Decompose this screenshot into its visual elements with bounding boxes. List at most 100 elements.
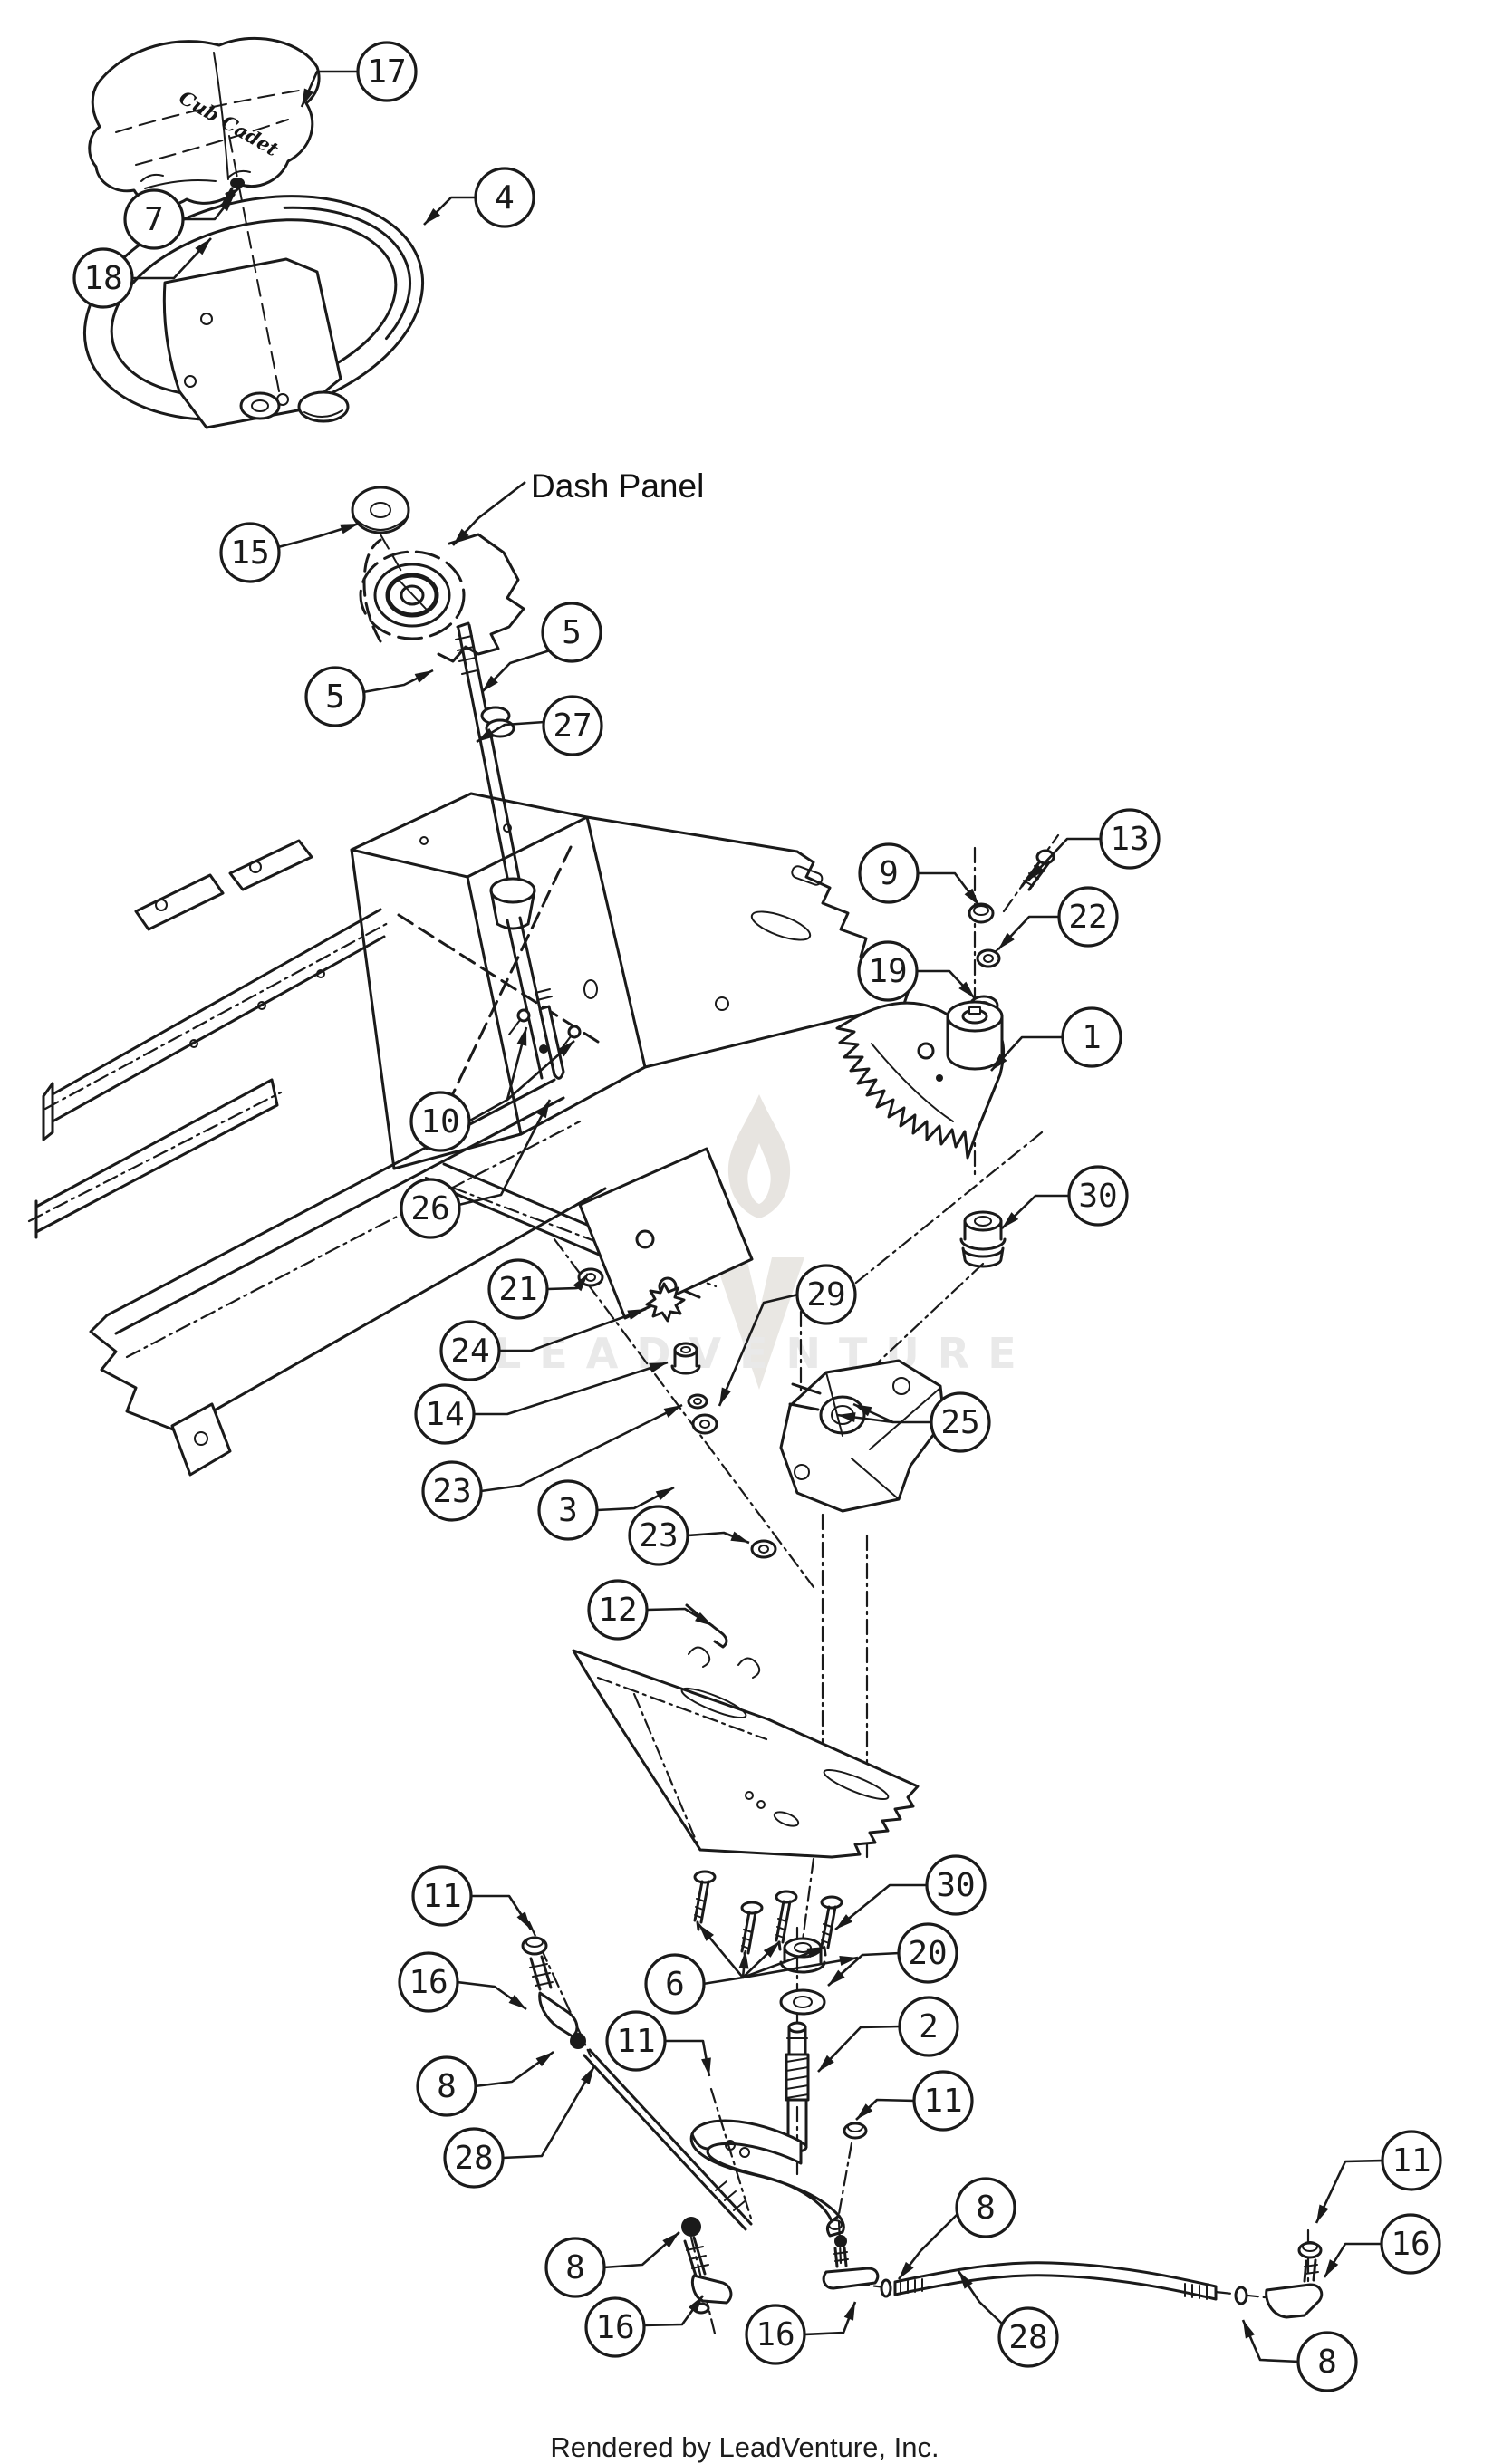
callout-balloon[interactable] (398, 1951, 459, 2013)
callout-balloon[interactable] (584, 2296, 646, 2358)
callout-11[interactable]: 11 (411, 1865, 533, 1930)
callout-8[interactable]: 8 (544, 2231, 680, 2298)
callout-balloon[interactable] (421, 1460, 483, 1522)
callout-balloon[interactable] (644, 1953, 706, 2015)
leader-line (1001, 1194, 1070, 1229)
callout-number: 12 (598, 1592, 637, 1629)
callout-balloon[interactable] (411, 1865, 473, 1927)
callout-balloon[interactable] (544, 2237, 606, 2298)
callout-balloon[interactable] (72, 247, 134, 309)
callout-balloon[interactable] (628, 1505, 689, 1566)
callout-2[interactable]: 2 (817, 1996, 959, 2073)
callout-balloon[interactable] (541, 602, 602, 663)
callout-balloon[interactable] (857, 940, 919, 1002)
callout-14[interactable]: 14 (414, 1361, 669, 1445)
callout-23[interactable]: 23 (421, 1403, 683, 1522)
callout-balloon[interactable] (912, 2070, 974, 2132)
callout-9[interactable]: 9 (858, 842, 981, 907)
callout-3[interactable]: 3 (537, 1479, 675, 1541)
callout-27[interactable]: 27 (476, 695, 603, 756)
callout-balloon[interactable] (1381, 2130, 1442, 2191)
callout-10[interactable]: 10 (409, 1026, 575, 1152)
callout-balloon[interactable] (1067, 1165, 1129, 1227)
callout-balloon[interactable] (487, 1258, 549, 1320)
callout-26[interactable]: 26 (400, 1099, 552, 1239)
callout-1[interactable]: 1 (990, 1006, 1122, 1072)
callout-12[interactable]: 12 (587, 1579, 714, 1641)
callout-29[interactable]: 29 (718, 1264, 857, 1407)
callout-number: 16 (595, 2309, 634, 2346)
callout-11[interactable]: 11 (1315, 2130, 1442, 2224)
callout-balloon[interactable] (400, 1178, 461, 1239)
callout-28[interactable]: 28 (443, 2065, 596, 2189)
callout-16[interactable]: 16 (398, 1951, 527, 2013)
callout-balloon[interactable] (898, 1996, 959, 2057)
callout-19[interactable]: 19 (857, 940, 976, 1002)
gear-bushing (959, 1210, 1007, 1268)
callout-balloon[interactable] (858, 842, 920, 904)
callout-8[interactable]: 8 (897, 2177, 1016, 2280)
callout-30[interactable]: 30 (834, 1854, 987, 1931)
callout-4[interactable]: 4 (423, 167, 535, 228)
callout-18[interactable]: 18 (72, 237, 212, 309)
callout-balloon[interactable] (1296, 2331, 1358, 2392)
callout-balloon[interactable] (955, 2177, 1016, 2238)
callout-13[interactable]: 13 (1027, 808, 1161, 881)
callout-number: 19 (868, 953, 907, 990)
callout-23[interactable]: 23 (628, 1505, 750, 1566)
callout-balloon[interactable] (795, 1264, 857, 1325)
callout-28[interactable]: 28 (957, 2270, 1059, 2368)
callout-5[interactable]: 5 (481, 602, 602, 693)
callout-balloon[interactable] (1057, 886, 1119, 948)
callout-balloon[interactable] (304, 666, 366, 727)
leader-arrowhead (828, 1969, 845, 1986)
callout-8[interactable]: 8 (1241, 2319, 1358, 2392)
callout-30[interactable]: 30 (1001, 1165, 1129, 1229)
callout-21[interactable]: 21 (487, 1258, 590, 1320)
callout-20[interactable]: 20 (827, 1922, 958, 1987)
callout-balloon[interactable] (1061, 1006, 1122, 1068)
callout-7[interactable]: 7 (123, 188, 236, 250)
callout-balloon[interactable] (925, 1854, 987, 1916)
callout-8[interactable]: 8 (416, 2050, 554, 2117)
callout-balloon[interactable] (414, 1383, 476, 1445)
callout-balloon[interactable] (930, 1391, 991, 1453)
callout-17[interactable]: 17 (300, 41, 418, 108)
callout-balloon[interactable] (219, 522, 281, 583)
callout-balloon[interactable] (542, 695, 603, 756)
callout-number: 5 (562, 614, 582, 651)
callout-16[interactable]: 16 (584, 2295, 705, 2358)
callout-number: 27 (553, 707, 592, 745)
callout-number: 20 (908, 1935, 947, 1972)
callout-balloon[interactable] (356, 41, 418, 102)
callout-balloon[interactable] (443, 2127, 505, 2189)
callout-number: 3 (558, 1492, 578, 1529)
callout-balloon[interactable] (474, 167, 535, 228)
callout-balloon[interactable] (997, 2306, 1059, 2368)
leader-line (1027, 837, 1102, 881)
steering-arm (689, 2119, 845, 2238)
callout-16[interactable]: 16 (1323, 2213, 1441, 2278)
callout-balloon[interactable] (1380, 2213, 1441, 2275)
callout-11[interactable]: 11 (855, 2070, 974, 2132)
callout-balloon[interactable] (439, 1320, 501, 1381)
callout-balloon[interactable] (605, 2010, 667, 2072)
callout-balloon[interactable] (897, 1922, 958, 1984)
callout-11[interactable]: 11 (605, 2010, 711, 2077)
callout-6[interactable]: 6 (644, 1923, 859, 2015)
callout-5[interactable]: 5 (304, 666, 434, 727)
callout-24[interactable]: 24 (439, 1307, 647, 1381)
callout-15[interactable]: 15 (219, 522, 360, 583)
callout-balloon[interactable] (537, 1479, 599, 1541)
callout-balloon[interactable] (123, 188, 185, 250)
leader-arrowhead (649, 1362, 668, 1373)
callout-balloon[interactable] (409, 1091, 471, 1152)
callout-22[interactable]: 22 (997, 886, 1119, 950)
callout-balloon[interactable] (745, 2304, 806, 2365)
callout-25[interactable]: 25 (836, 1391, 991, 1453)
footer-credit: Rendered by LeadVenture, Inc. (550, 2431, 939, 2463)
callout-balloon[interactable] (587, 1579, 649, 1641)
callout-balloon[interactable] (416, 2055, 477, 2117)
callout-16[interactable]: 16 (745, 2301, 857, 2365)
callout-balloon[interactable] (1099, 808, 1161, 870)
